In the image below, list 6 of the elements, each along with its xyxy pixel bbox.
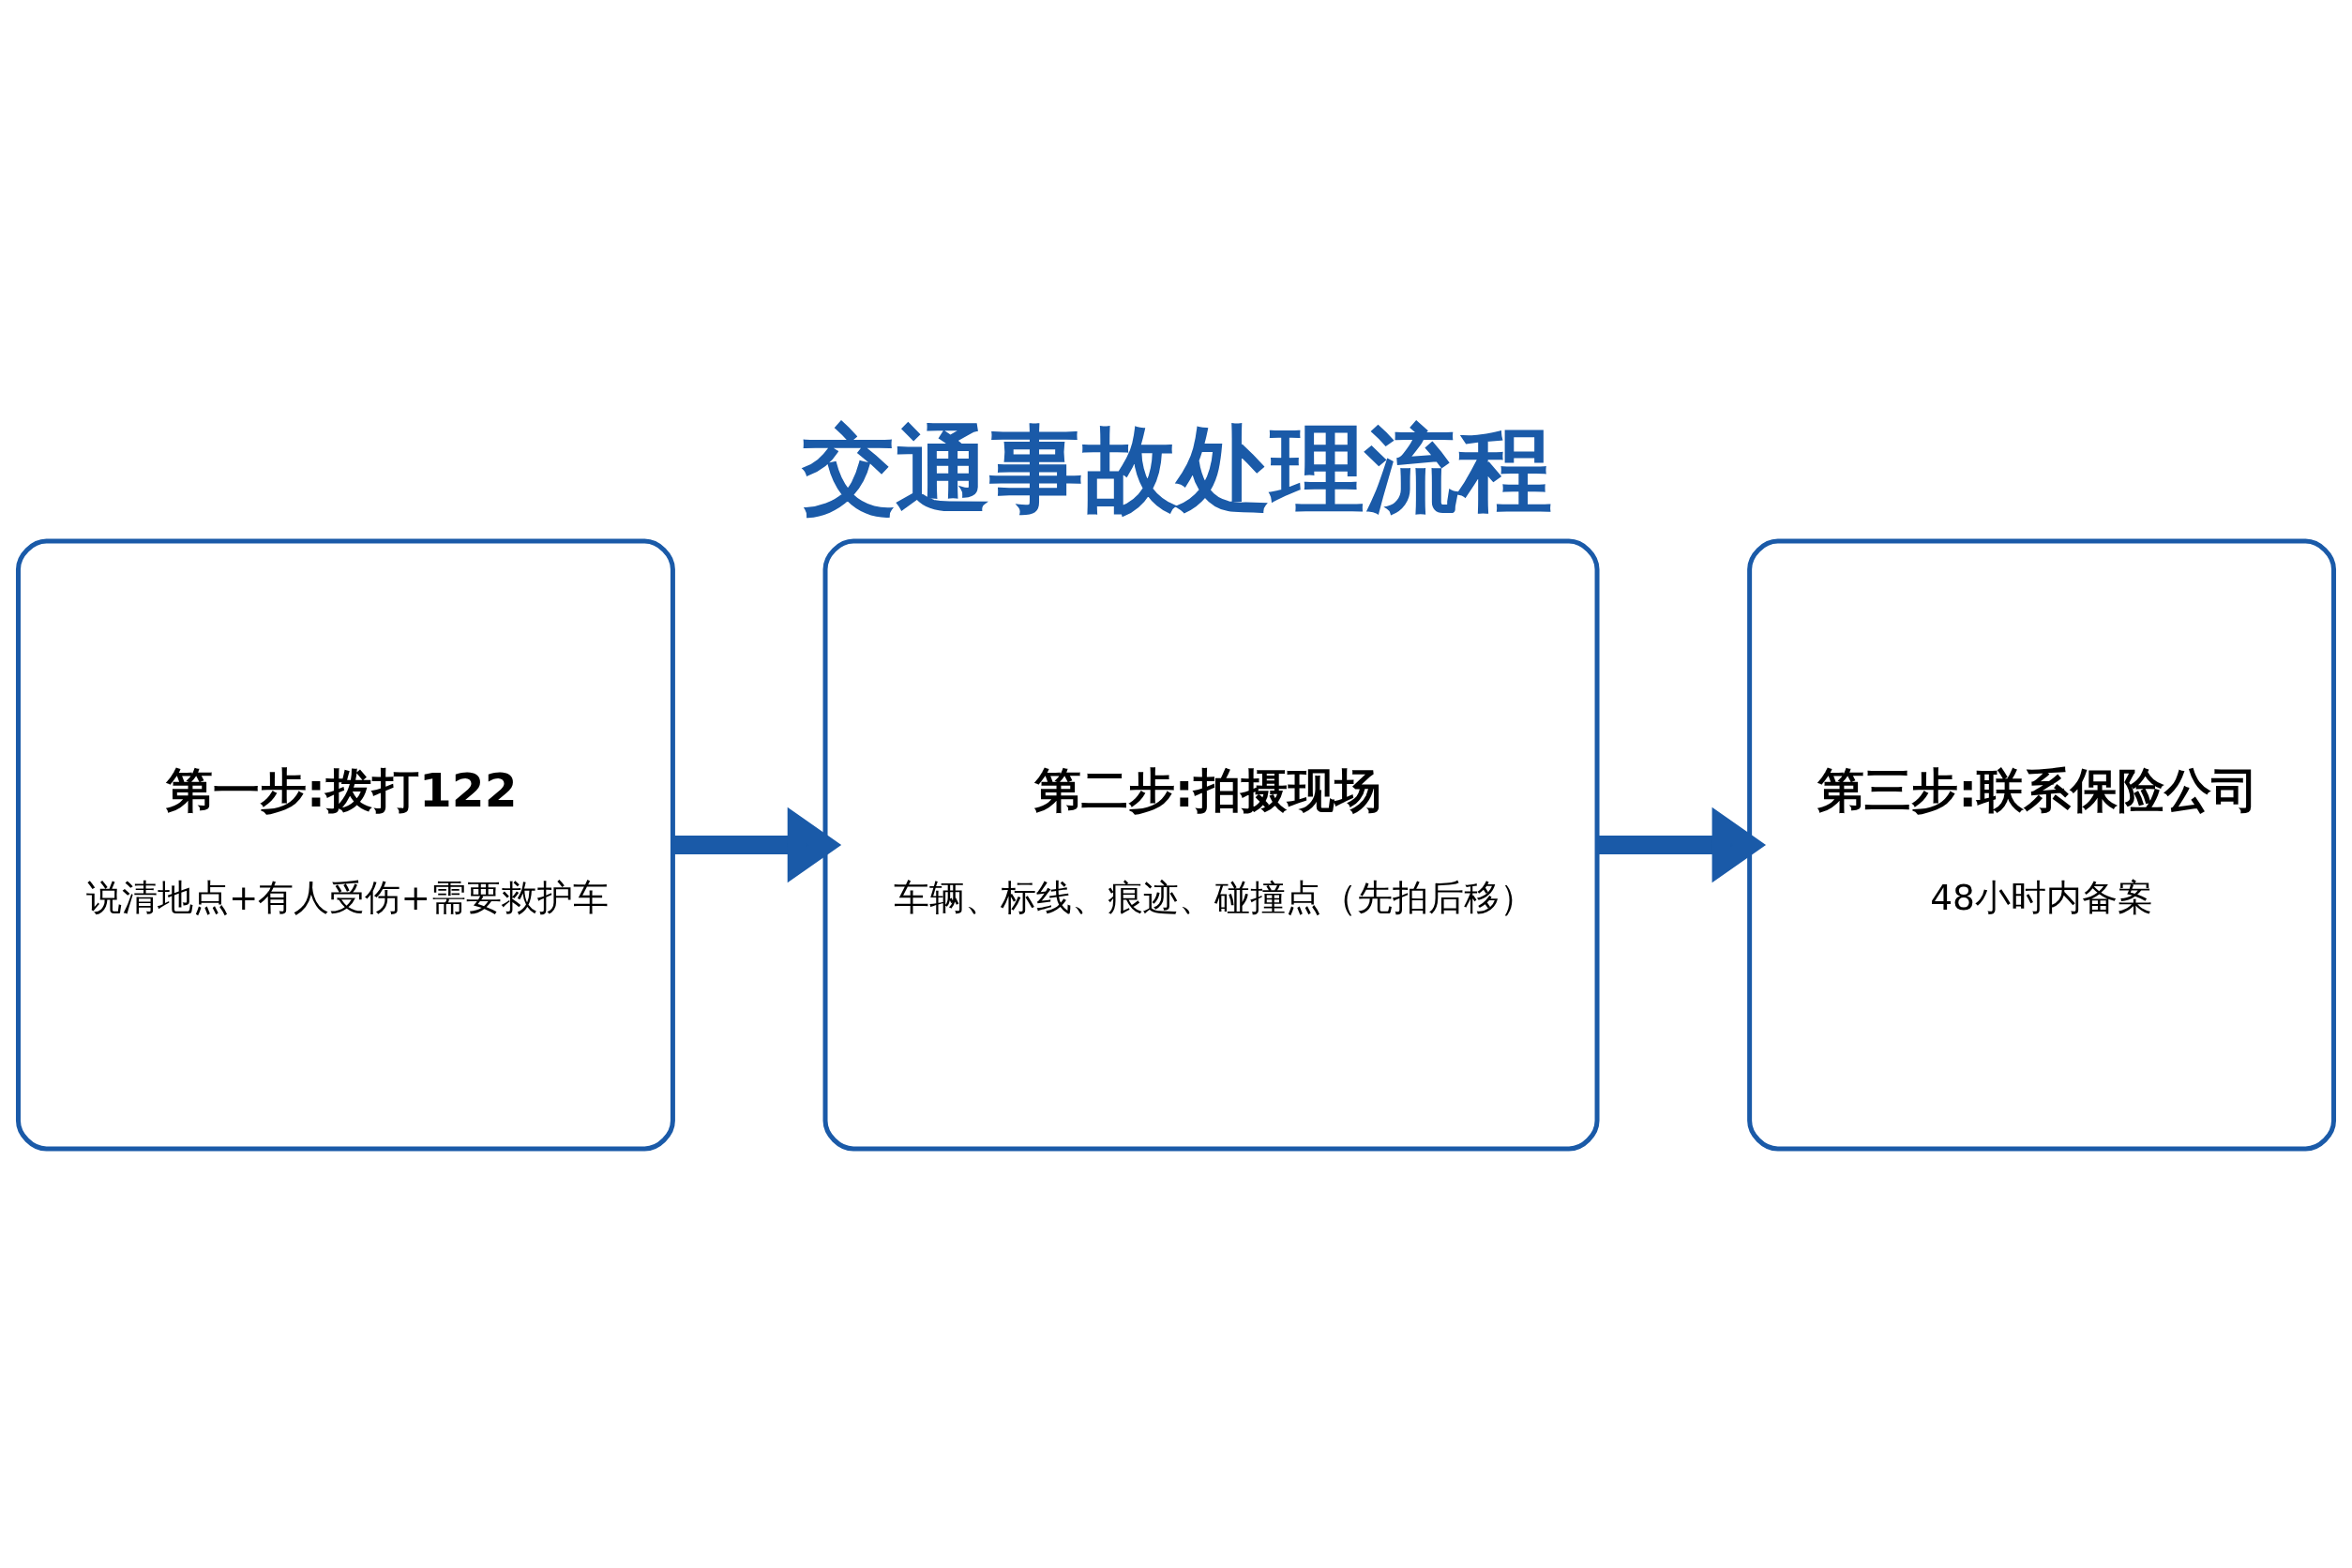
arrow <box>1597 807 1767 883</box>
arrow <box>673 807 842 883</box>
diagram-title: 交通事故处理流程 <box>802 414 1552 524</box>
node-box: 第三步:联系保险公司 48小时内备案 <box>1747 538 2336 1152</box>
node-box: 第一步:拨打122 说清地点+有人受伤+需要救护车 <box>16 538 675 1152</box>
node-box: 第二步:拍摄现场 车辆、标线、痕迹、碰撞点（先拍后移） <box>822 538 1600 1152</box>
